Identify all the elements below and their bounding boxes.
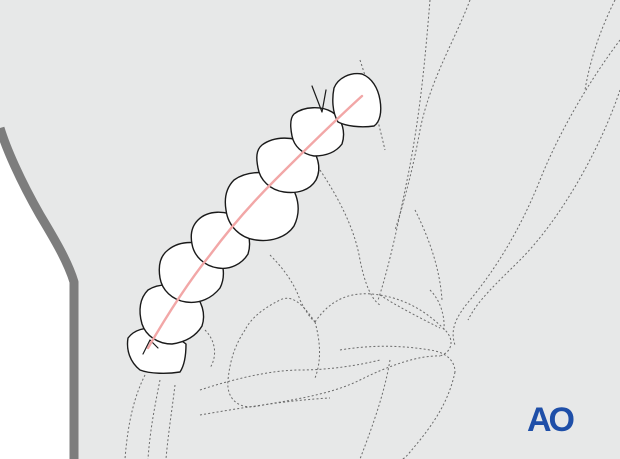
splint-wire <box>146 94 364 350</box>
contour-3 <box>452 39 620 346</box>
contour-17 <box>199 397 331 416</box>
contour-12 <box>257 355 441 407</box>
contour-24 <box>414 209 443 301</box>
contour-22 <box>359 359 391 459</box>
contour-19 <box>124 374 146 459</box>
contour-16 <box>199 359 381 391</box>
ao-logo: AO <box>526 398 582 438</box>
contour-20 <box>147 379 161 459</box>
contour-7 <box>244 297 316 331</box>
wire-end-top <box>311 85 327 113</box>
ao-logo-text: AO <box>527 401 575 438</box>
contour-25 <box>584 0 616 91</box>
contour-8 <box>314 293 452 357</box>
contour-9 <box>379 294 441 329</box>
bone-contours <box>124 0 620 459</box>
contour-15 <box>401 371 456 459</box>
tooth-7 <box>289 107 345 157</box>
contour-10 <box>429 289 445 331</box>
contour-21 <box>165 384 176 459</box>
teeth-row <box>126 72 382 375</box>
contour-13 <box>314 321 320 379</box>
contour-2 <box>394 0 471 231</box>
skin-edge <box>0 126 79 459</box>
ao-logo-mark: AO <box>527 401 578 438</box>
contour-6 <box>269 254 316 323</box>
